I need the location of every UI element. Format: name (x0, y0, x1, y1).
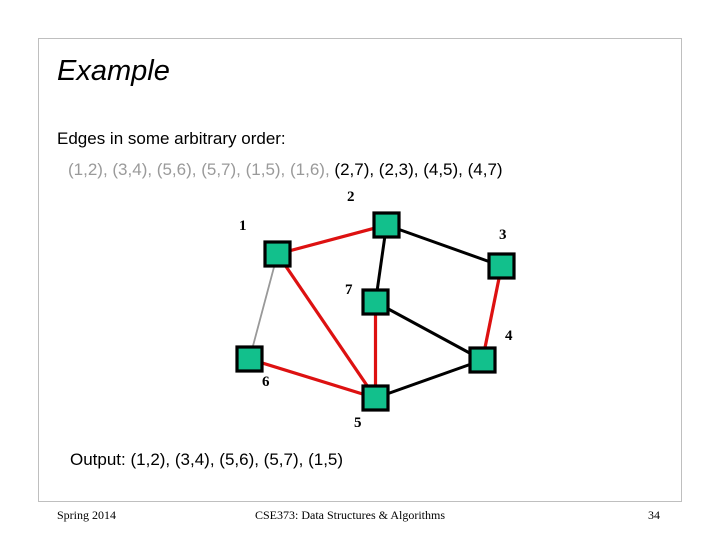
graph-node-7 (361, 288, 390, 316)
graph-edge-5-6 (249, 357, 376, 400)
graph-node-5 (361, 384, 390, 412)
graph-node-3 (487, 252, 516, 280)
graph-node-6 (235, 345, 264, 373)
output-line: Output: (1,2), (3,4), (5,6), (5,7), (1,5… (70, 450, 344, 469)
graph-edge-4-5 (374, 358, 484, 400)
graph-node-1 (263, 240, 292, 268)
edges-remaining-text: (2,7), (2,3), (4,5), (4,7) (334, 160, 503, 179)
graph-edge-3-4 (480, 265, 504, 361)
graph-edge-2-3 (385, 223, 503, 268)
edges-order-label: Edges in some arbitrary order: (57, 129, 286, 148)
graph-node-label-2: 2 (347, 189, 355, 205)
graph-node-label-1: 1 (239, 218, 247, 234)
edges-order-list: (1,2), (3,4), (5,6), (5,7), (1,5), (1,6)… (68, 160, 503, 180)
graph-edge-1-6 (248, 253, 279, 360)
page-title: Example (57, 55, 170, 87)
graph-edge-4-7 (374, 300, 484, 362)
edges-processed-text: (1,2), (3,4), (5,6), (5,7), (1,5), (1,6)… (68, 160, 335, 179)
graph-edge-1-5 (276, 253, 377, 399)
graph-node-2 (372, 211, 401, 239)
graph-node-label-5: 5 (354, 415, 362, 431)
footer-course: CSE373: Data Structures & Algorithms (255, 508, 445, 522)
graph-node-4 (468, 346, 497, 374)
footer-term: Spring 2014 (57, 508, 117, 522)
graph-node-label-7: 7 (345, 282, 353, 298)
footer-page-number: 34 (648, 508, 660, 522)
graph-node-label-4: 4 (505, 328, 513, 344)
graph-node-layer (235, 211, 516, 412)
graph-edge-1-2 (277, 223, 387, 256)
graph-node-label-6: 6 (262, 374, 270, 390)
graph-node-label-3: 3 (499, 227, 507, 243)
